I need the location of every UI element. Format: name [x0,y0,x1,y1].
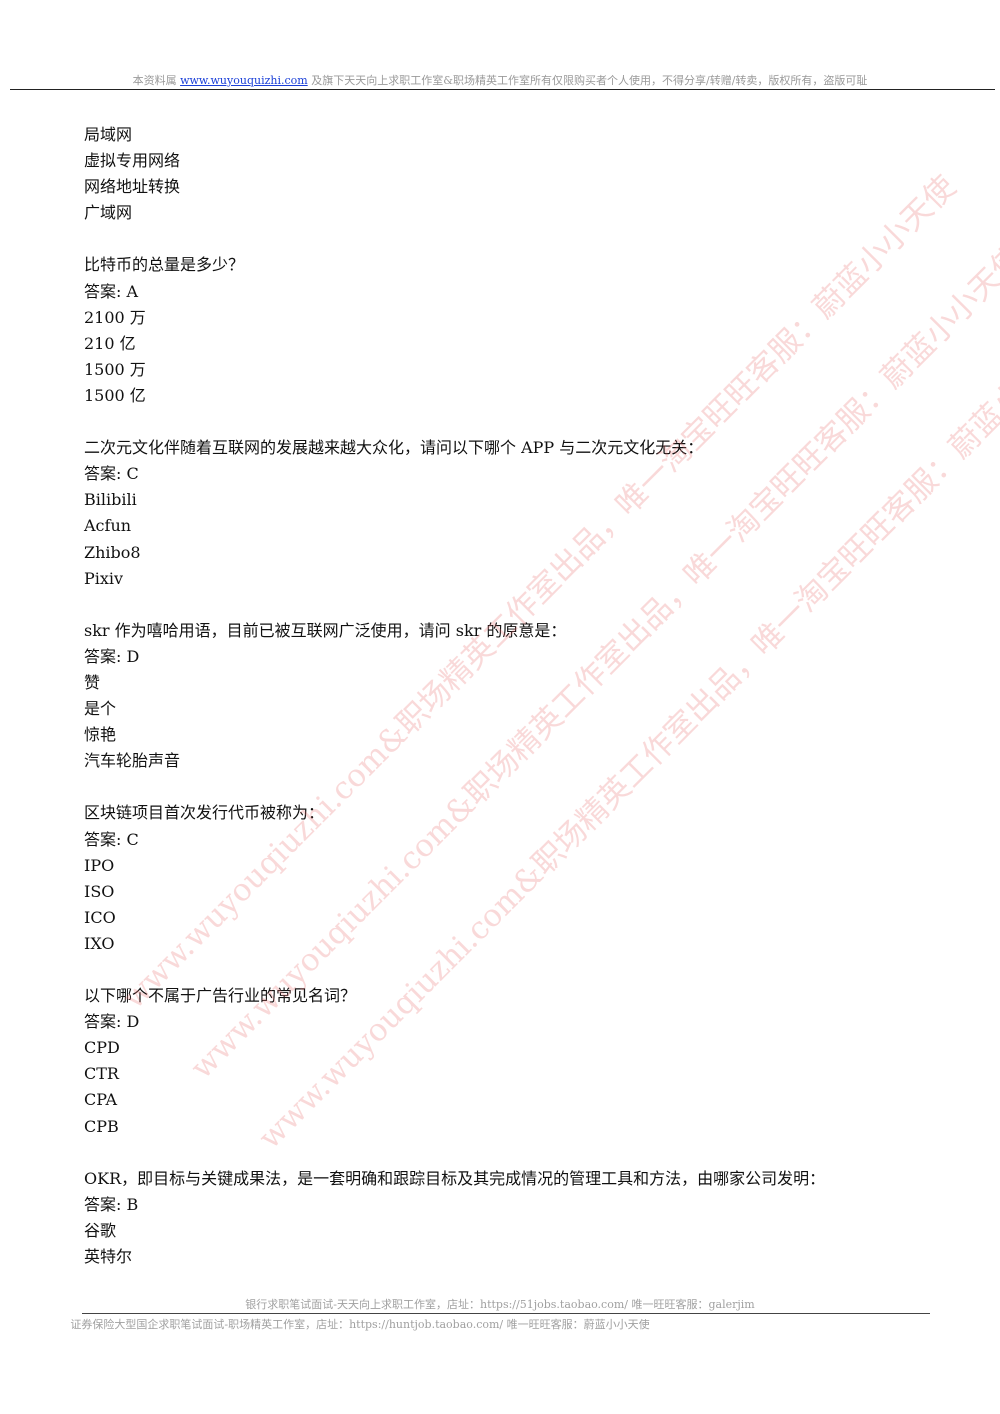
option: CPD [84,1038,120,1058]
option: Pixiv [84,568,124,588]
option: IPO [84,855,115,875]
question-block: 区块链项目首次发行代币被称为： 答案: C IPO ISO ICO IXO [84,800,944,957]
option: 谷歌 [84,1220,117,1240]
question-text: 二次元文化伴随着互联网的发展越来越大众化，请问以下哪个 APP 与二次元文化无关… [84,438,704,458]
option: 惊艳 [84,725,117,745]
option: CTR [84,1064,119,1084]
footer-line-2: 证券保险大型国企求职笔试面试-职场精英工作室，店址：https://huntjo… [70,1318,650,1331]
question-block: OKR，即目标与关键成果法，是一套明确和跟踪目标及其完成情况的管理工具和方法，由… [84,1166,944,1270]
option: 虚拟专用网络 [84,151,181,171]
document-body: 局域网 虚拟专用网络 网络地址转换 广域网 比特币的总量是多少？ 答案: A 2… [84,122,944,1270]
option: 赞 [84,672,101,692]
answer-label: 答案: A [84,281,139,301]
option: 1500 亿 [84,385,146,405]
answer-label: 答案: D [84,1012,140,1032]
question-text: 比特币的总量是多少？ [84,255,245,275]
question-block: skr 作为嘻哈用语，目前已被互联网广泛使用，请问 skr 的原意是： 答案: … [84,618,944,775]
option: 汽车轮胎声音 [84,751,181,771]
option: IXO [84,933,115,953]
option: 210 亿 [84,333,136,353]
continuation-options: 局域网 虚拟专用网络 网络地址转换 广域网 [84,122,944,226]
question-text: 区块链项目首次发行代币被称为： [84,803,325,823]
option: Acfun [84,516,132,536]
question-text: skr 作为嘻哈用语，目前已被互联网广泛使用，请问 skr 的原意是： [84,620,567,640]
answer-label: 答案: C [84,829,139,849]
footer-line-1: 银行求职笔试面试-天天向上求职工作室，店址：https://51jobs.tao… [245,1298,755,1311]
question-block: 比特币的总量是多少？ 答案: A 2100 万 210 亿 1500 万 150… [84,252,944,409]
option: 1500 万 [84,359,146,379]
option: 2100 万 [84,307,146,327]
header-suffix: 及旗下天天向上求职工作室&职场精英工作室所有仅限购买者个人使用，不得分享/转赠/… [311,74,868,87]
answer-label: 答案: C [84,464,139,484]
question-text: 以下哪个不属于广告行业的常见名词？ [84,986,357,1006]
option: 是个 [84,699,117,719]
answer-label: 答案: B [84,1194,139,1214]
header-prefix: 本资料属 [132,74,177,87]
option: CPB [84,1116,119,1136]
footer-divider [82,1313,930,1314]
question-block: 二次元文化伴随着互联网的发展越来越大众化，请问以下哪个 APP 与二次元文化无关… [84,435,944,592]
question-block: 以下哪个不属于广告行业的常见名词？ 答案: D CPD CTR CPA CPB [84,983,944,1140]
option: ISO [84,881,115,901]
option: Zhibo8 [84,542,141,562]
option: ICO [84,907,116,927]
header-divider [10,89,995,90]
option: CPA [84,1090,118,1110]
option: 网络地址转换 [84,177,181,197]
option: 广域网 [84,203,133,223]
answer-label: 答案: D [84,646,140,666]
option: 局域网 [84,125,133,144]
header-link[interactable]: www.wuyouquizhi.com [180,74,308,87]
question-text: OKR，即目标与关键成果法，是一套明确和跟踪目标及其完成情况的管理工具和方法，由… [84,1168,826,1188]
option: 英特尔 [84,1247,133,1267]
option: Bilibili [84,490,137,510]
page-header: 本资料属 www.wuyouquizhi.com 及旗下天天向上求职工作室&职场… [0,72,1000,88]
